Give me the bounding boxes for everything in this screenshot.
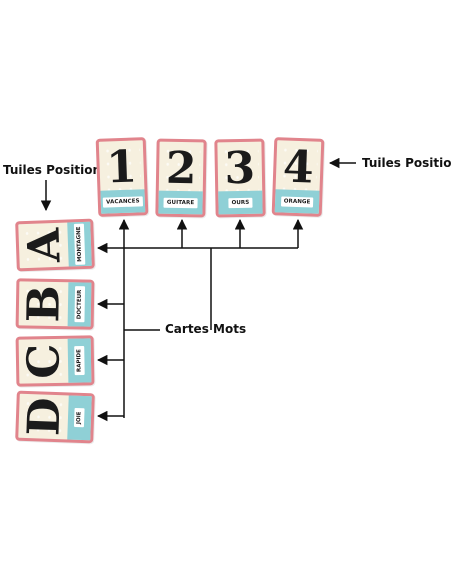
letter-glyph-text: A — [18, 227, 71, 264]
word-label: DOCTEUR — [74, 286, 85, 323]
letter-glyph: C — [19, 339, 72, 384]
number-card-3: 3 OURS — [214, 138, 266, 218]
number-glyph: 4 — [282, 140, 315, 194]
number-glyph: 1 — [105, 140, 138, 194]
letter-card-b: B DOCTEUR — [15, 278, 95, 330]
word-label: VACANCES — [102, 195, 143, 208]
tuiles-position-right-label: Tuiles Position — [362, 156, 452, 170]
letter-glyph: B — [19, 281, 72, 326]
word-strip: VACANCES — [100, 189, 146, 214]
tuiles-position-left-label: Tuiles Position — [3, 163, 102, 177]
number-card-4: 4 ORANGE — [271, 137, 325, 217]
letter-glyph-text: C — [18, 343, 71, 380]
word-strip: ORANGE — [274, 189, 320, 214]
letter-glyph: A — [18, 222, 72, 268]
letter-glyph-text: B — [18, 284, 71, 323]
word-label: ORANGE — [280, 195, 314, 208]
word-strip: RAPIDE — [67, 338, 92, 383]
number-card-2: 2 GUITARE — [155, 138, 207, 218]
letter-glyph-text: D — [18, 396, 71, 437]
word-label: GUITARE — [163, 197, 198, 208]
word-strip: DOCTEUR — [67, 282, 92, 327]
word-label: JOIE — [74, 408, 85, 428]
word-label: RAPIDE — [74, 346, 85, 376]
word-strip: OURS — [218, 190, 263, 215]
cartes-mots-label: Cartes Mots — [165, 322, 247, 336]
number-card-1: 1 VACANCES — [95, 137, 149, 217]
letter-card-a: A MONTAGNE — [15, 218, 95, 272]
number-glyph: 3 — [224, 142, 256, 194]
word-strip: MONTAGNE — [67, 221, 92, 267]
letter-card-d: D JOIE — [15, 390, 95, 444]
number-glyph: 2 — [165, 142, 197, 194]
word-strip: JOIE — [67, 395, 92, 441]
word-label: MONTAGNE — [73, 223, 86, 265]
word-strip: GUITARE — [158, 190, 203, 215]
letter-glyph: D — [18, 394, 72, 440]
word-label: OURS — [228, 197, 253, 208]
letter-card-c: C RAPIDE — [15, 335, 95, 387]
